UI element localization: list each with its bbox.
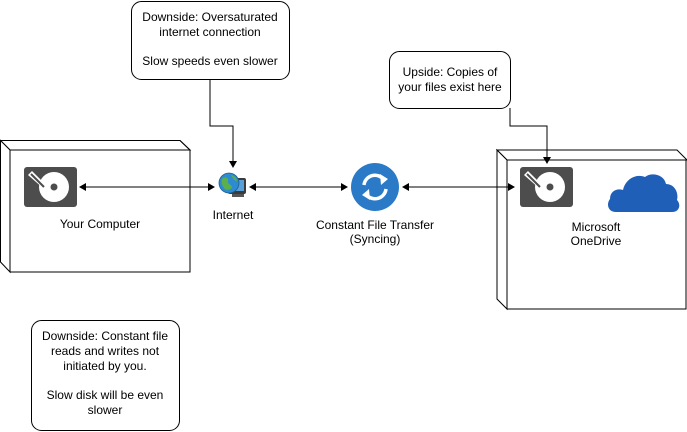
connector-note-internet (209, 79, 237, 168)
note-disk-line2: reads and writes not (51, 344, 160, 358)
note-internet-downside: Downside: Oversaturated internet connect… (131, 1, 290, 80)
note-internet-line3: Slow speeds even slower (142, 54, 277, 68)
globe-computer-icon (218, 172, 246, 197)
onedrive-label-line2: OneDrive (571, 234, 622, 248)
note-disk-line5: slower (88, 403, 123, 417)
sync-label-line1: Constant File Transfer (316, 218, 434, 232)
note-onedrive-upside: Upside: Copies of your files exist here (389, 51, 511, 109)
onedrive-label-line1: Microsoft (572, 220, 621, 234)
your-computer-disk-icon (24, 167, 77, 207)
note-disk-line4: Slow disk will be even (47, 388, 164, 402)
cloud-icon (608, 174, 680, 212)
note-internet-line2: internet connection (159, 25, 260, 39)
note-disk-downside: Downside: Constant file reads and writes… (31, 320, 180, 431)
note-disk-line3: initiated by you. (63, 359, 146, 373)
sync-arrows-icon (351, 163, 399, 211)
connector-note-onedrive (509, 108, 551, 164)
note-onedrive-line2: your files exist here (398, 80, 502, 94)
your-computer-label: Your Computer (60, 217, 140, 231)
note-onedrive-line1: Upside: Copies of (403, 65, 498, 79)
note-disk-line1: Downside: Constant file (42, 329, 168, 343)
internet-label: Internet (213, 208, 254, 222)
note-internet-line1: Downside: Oversaturated (142, 10, 277, 24)
sync-label-line2: (Syncing) (350, 232, 401, 246)
onedrive-disk-icon (520, 167, 573, 207)
